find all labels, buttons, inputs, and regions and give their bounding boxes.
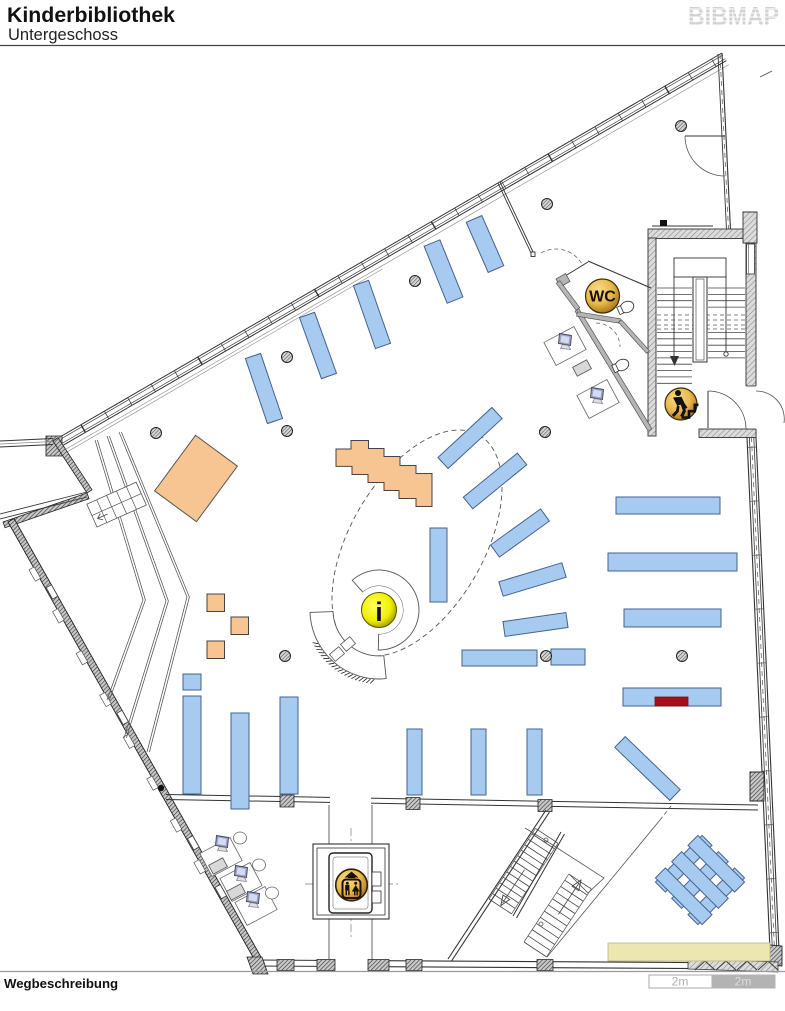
svg-text:WC: WC — [589, 289, 616, 306]
svg-text:Wegbeschreibung: Wegbeschreibung — [4, 976, 118, 991]
svg-text:2m: 2m — [735, 975, 752, 989]
svg-text:2m: 2m — [672, 975, 689, 989]
svg-text:BIBMAP: BIBMAP — [688, 3, 779, 31]
svg-text:i: i — [375, 597, 383, 627]
svg-text:Kinderbibliothek: Kinderbibliothek — [7, 3, 175, 27]
svg-text:Untergeschoss: Untergeschoss — [8, 26, 118, 44]
